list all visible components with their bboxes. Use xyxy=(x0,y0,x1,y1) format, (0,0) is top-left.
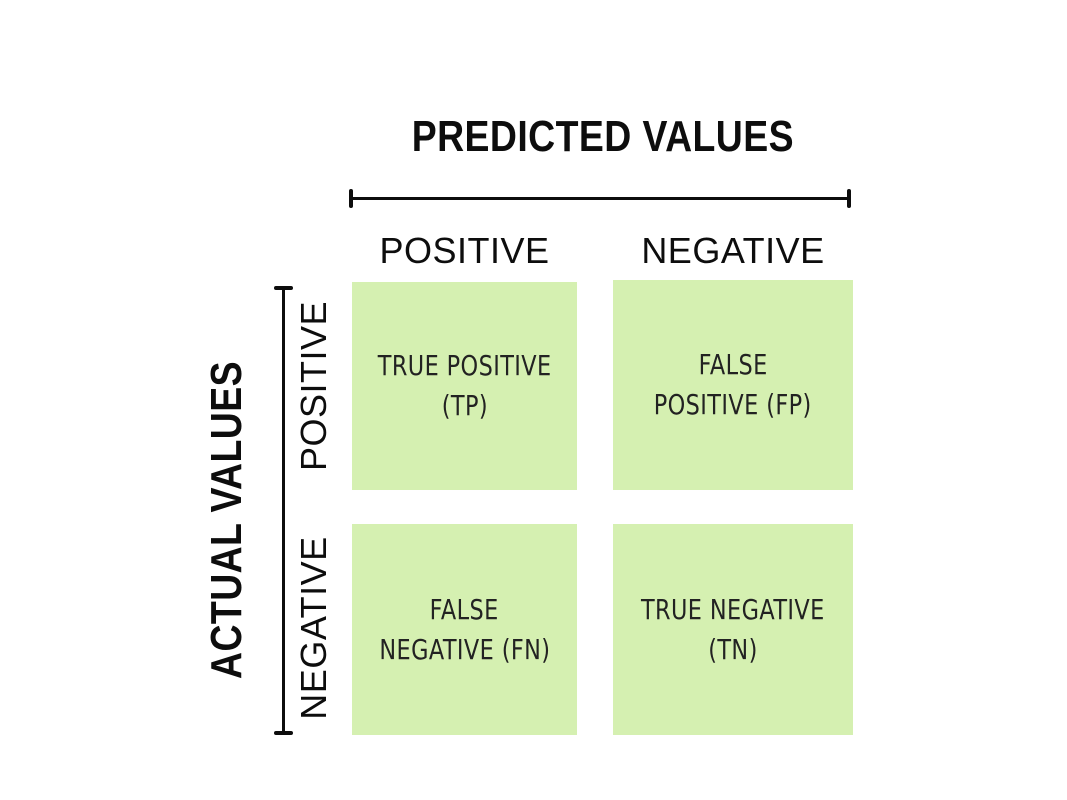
column-header-negative: NEGATIVE xyxy=(641,230,825,271)
cell-false-positive-line2: POSITIVE (FP) xyxy=(654,388,812,421)
actual-axis-title-text: ACTUAL VALUES xyxy=(202,361,251,679)
actual-axis-title: ACTUAL VALUES xyxy=(202,333,252,707)
column-header-positive: POSITIVE xyxy=(379,230,550,271)
actual-axis-bracket-top-cap xyxy=(274,286,293,290)
actual-axis-bracket-bottom-cap xyxy=(274,731,293,735)
cell-true-positive: TRUE POSITIVE (TP) xyxy=(352,282,577,490)
row-label-positive: POSITIVE xyxy=(293,300,334,472)
cell-false-positive: FALSE POSITIVE (FP) xyxy=(613,280,853,490)
predicted-axis-title-text: PREDICTED VALUES xyxy=(411,112,795,161)
cell-true-positive-line2: (TP) xyxy=(441,389,488,422)
cell-true-negative-line2: (TN) xyxy=(708,632,758,666)
cell-true-negative-line1: TRUE NEGATIVE xyxy=(641,592,825,626)
row-label-negative: NEGATIVE xyxy=(293,536,334,720)
cell-false-negative: FALSE NEGATIVE (FN) xyxy=(352,524,577,735)
cell-false-negative-line1: FALSE xyxy=(429,592,499,626)
actual-axis-bracket-line xyxy=(282,288,285,733)
predicted-axis-title: PREDICTED VALUES xyxy=(353,112,853,162)
cell-false-positive-line1: FALSE xyxy=(698,348,768,381)
predicted-axis-bracket-left-cap xyxy=(349,189,353,208)
cell-false-negative-line2: NEGATIVE (FN) xyxy=(378,632,551,666)
cell-true-negative: TRUE NEGATIVE (TN) xyxy=(613,524,853,735)
cell-true-positive-line1: TRUE POSITIVE xyxy=(377,349,552,382)
predicted-axis-bracket-right-cap xyxy=(847,189,851,208)
predicted-axis-bracket-line xyxy=(351,197,849,200)
